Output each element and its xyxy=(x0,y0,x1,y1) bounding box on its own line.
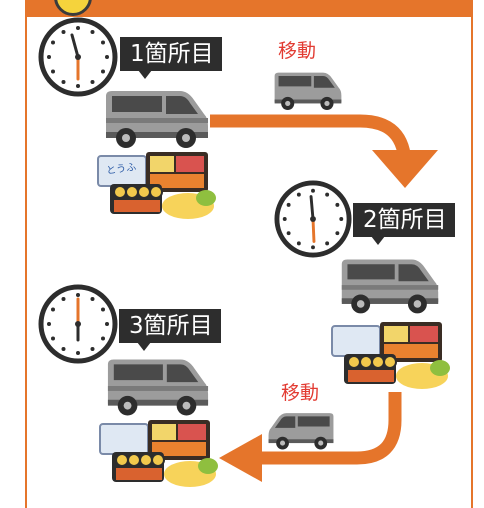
van-icon xyxy=(341,259,439,314)
stop-label-3: 3箇所目 xyxy=(119,309,221,351)
bento-food-icon xyxy=(99,420,218,487)
food-group-3 xyxy=(98,416,226,488)
van-icon xyxy=(106,91,208,148)
clock-icon xyxy=(38,17,118,97)
stop-label-1: 1箇所目 xyxy=(120,37,222,79)
food-group-1: とうふ xyxy=(96,148,224,220)
route-arrow-1 xyxy=(210,114,412,167)
moving-van-icon xyxy=(268,413,334,450)
frame-left-line xyxy=(25,0,27,508)
food-group-2 xyxy=(330,318,458,390)
route-arrow-2 xyxy=(258,392,402,465)
stop-label-2: 2箇所目 xyxy=(353,203,455,245)
bento-food-icon xyxy=(97,152,216,219)
frame-top-bar xyxy=(25,0,473,17)
move-label-2: 移動 xyxy=(281,382,320,404)
clock-icon xyxy=(38,284,118,364)
clock-icon xyxy=(274,180,352,258)
van-icon xyxy=(107,359,209,416)
bento-food-icon xyxy=(331,322,450,389)
move-label-1: 移動 xyxy=(278,40,317,62)
moving-van-icon xyxy=(274,72,342,110)
frame-right-line xyxy=(471,0,473,508)
